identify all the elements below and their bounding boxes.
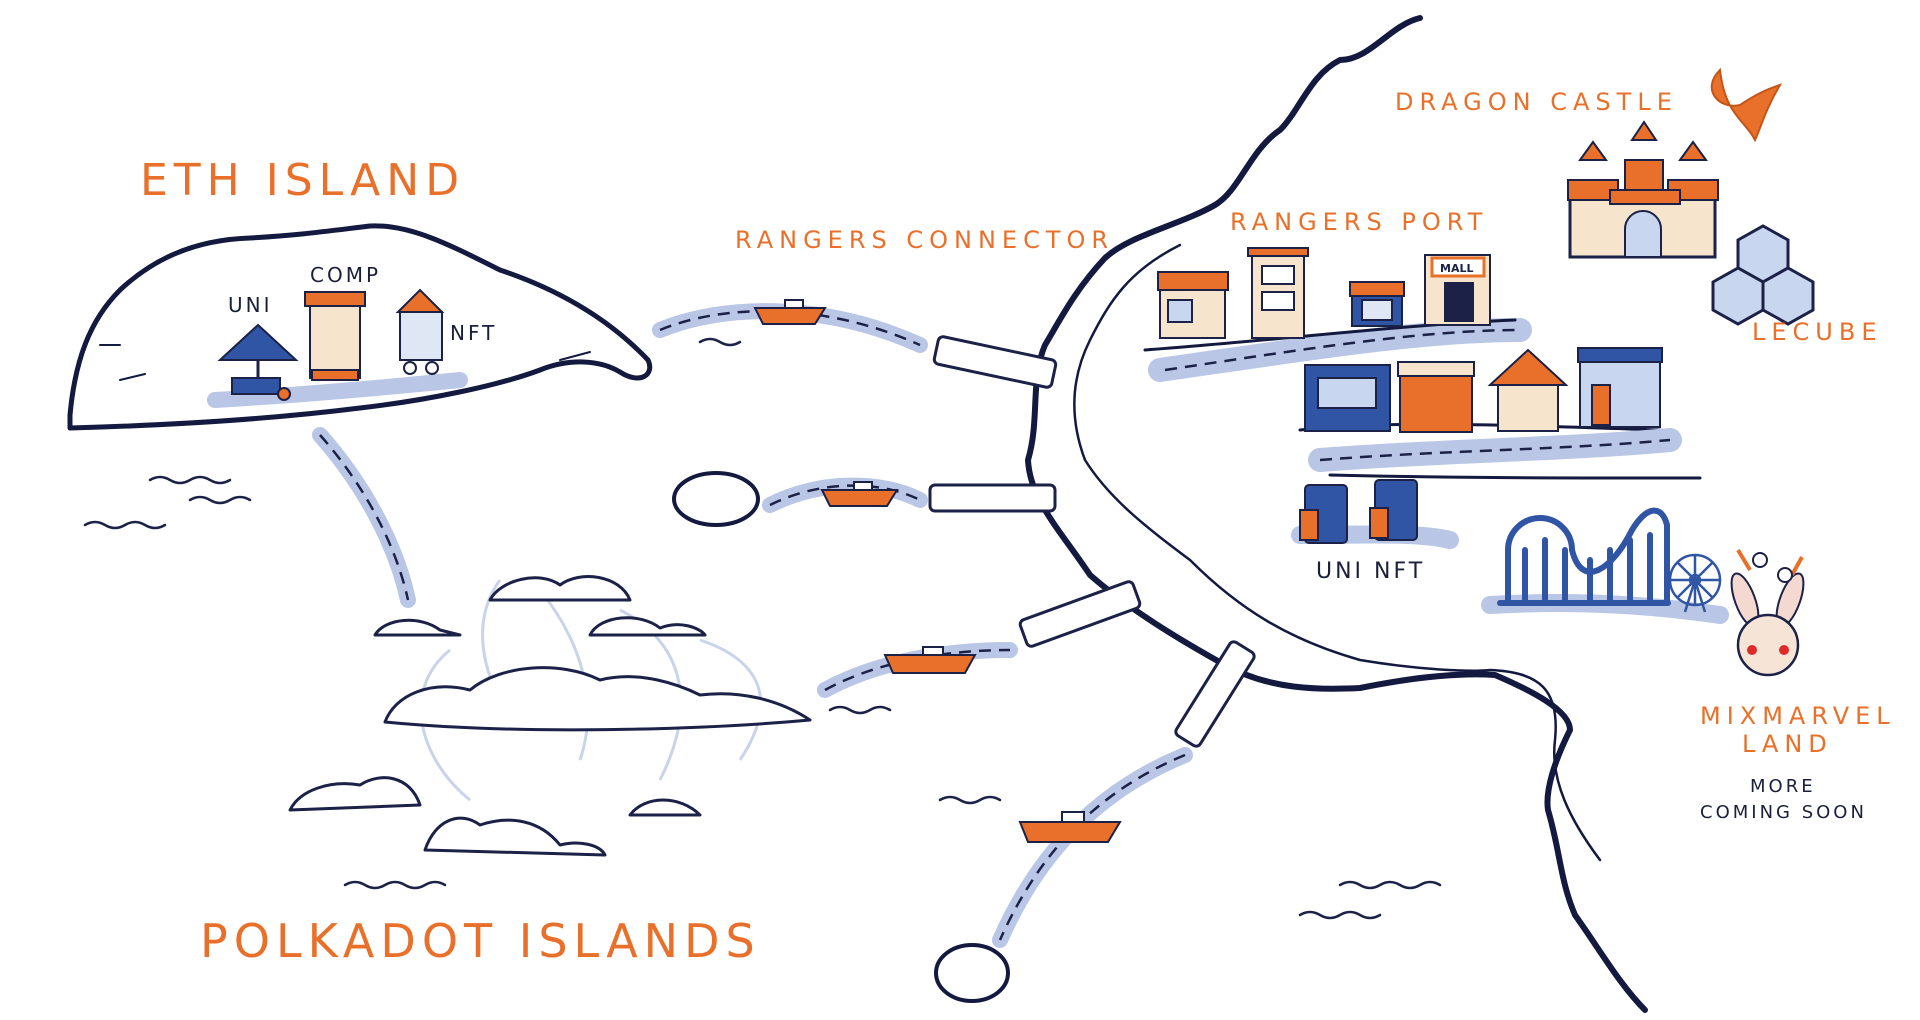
cube-icon xyxy=(1711,224,1815,326)
rangers-port-label: RANGERS PORT xyxy=(1230,208,1488,236)
dragon-icon xyxy=(1710,67,1783,143)
mainland-coast xyxy=(1025,15,1648,1013)
inland-border xyxy=(1073,243,1602,862)
mixmarvel-label-line2: LAND xyxy=(1742,730,1833,758)
office-building-icon xyxy=(1304,364,1391,432)
lecube-label: LECUBE xyxy=(1752,318,1883,346)
nft-label: NFT xyxy=(450,321,497,345)
boat-icon xyxy=(883,646,977,674)
ferris-wheel-icon xyxy=(1668,553,1722,613)
pavilion-icon xyxy=(1487,348,1569,432)
hotel-building-icon xyxy=(1247,247,1309,339)
uni-cart-icon xyxy=(217,323,299,401)
mixmarvel-label-line1: MIXMARVEL xyxy=(1700,702,1896,730)
bunny-mascot-icon xyxy=(1730,548,1805,677)
rangers-connector-label: RANGERS CONNECTOR xyxy=(735,226,1114,254)
small-island xyxy=(672,471,760,527)
polkadot-islands xyxy=(288,575,812,857)
uni-nft-label: UNI NFT xyxy=(1316,559,1425,584)
comp-stall-icon xyxy=(304,291,366,381)
mall-icon: MALL xyxy=(1424,254,1491,326)
shop-icon xyxy=(1157,271,1229,339)
shop-front-icon xyxy=(1577,347,1663,428)
road-lower xyxy=(1308,428,1682,472)
dragon-castle-label: DRAGON CASTLE xyxy=(1395,88,1678,116)
store-icon xyxy=(1397,361,1475,433)
uni-label: UNI xyxy=(228,293,273,317)
bridge-icon xyxy=(928,483,1057,513)
boat-icon xyxy=(753,299,827,325)
more-coming-soon-line1: MORE xyxy=(1750,776,1816,797)
comp-label: COMP xyxy=(310,263,381,287)
atm-icon xyxy=(1369,479,1418,541)
nft-stall-icon xyxy=(395,288,445,375)
more-coming-soon-line2: COMING SOON xyxy=(1700,802,1867,823)
sea-waves xyxy=(83,337,1442,920)
roller-coaster-icon xyxy=(1497,507,1671,606)
atm-icon xyxy=(1299,484,1348,544)
small-island xyxy=(934,943,1010,1003)
boat-icon xyxy=(1018,811,1122,843)
mall-sign: MALL xyxy=(1440,262,1473,275)
eth-island xyxy=(67,223,653,431)
boat-icon xyxy=(820,481,899,507)
bridge-icon xyxy=(1018,580,1142,648)
polkadot-islands-label: POLKADOT ISLANDS xyxy=(200,914,761,968)
bridge-icon xyxy=(1174,640,1256,748)
kiosk-icon xyxy=(1349,281,1405,327)
castle-icon xyxy=(1567,120,1719,259)
eth-island-label: ETH ISLAND xyxy=(140,155,465,206)
bridge-icon xyxy=(932,335,1058,389)
